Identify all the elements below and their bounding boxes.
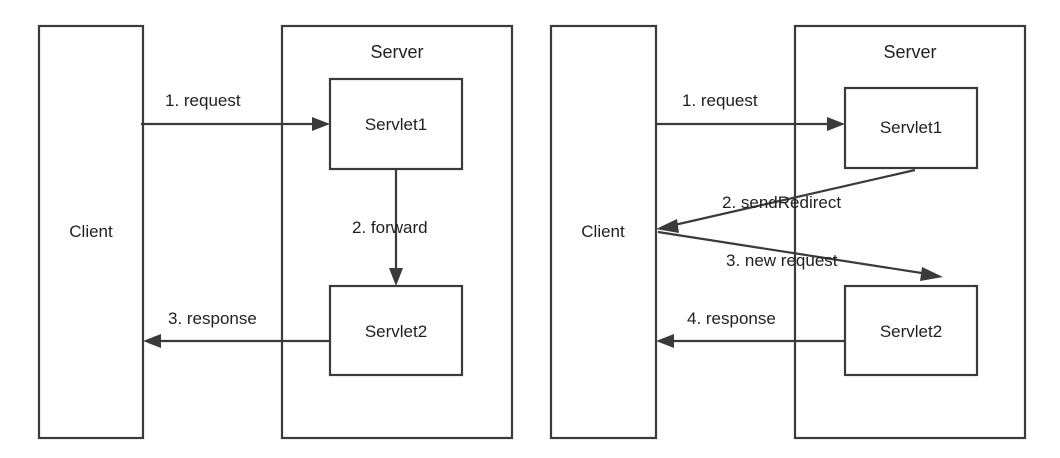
panel-sendredirect: Client Server Servlet1 Servlet2 1. reque… xyxy=(549,24,1027,440)
arrow-request-forward-label: 1. request xyxy=(165,91,241,110)
servlet2-label-forward: Servlet2 xyxy=(365,322,427,341)
arrow-request-redirect: 1. request xyxy=(656,91,845,131)
arrow-request-redirect-label: 1. request xyxy=(682,91,758,110)
arrow-newrequest-redirect-label: 3. new request xyxy=(726,251,838,270)
panel-forward: Client Server Servlet1 Servlet2 1. reque… xyxy=(37,24,514,440)
arrow-response-redirect-head xyxy=(656,334,674,348)
arrow-response-redirect: 4. response xyxy=(656,309,845,348)
servlet2-box-redirect[interactable] xyxy=(843,284,979,377)
server-label-redirect: Server xyxy=(883,42,936,62)
servlet1-label-forward: Servlet1 xyxy=(365,115,427,134)
arrow-sendredirect-redirect-label: 2. sendRedirect xyxy=(722,193,841,212)
arrow-response-redirect-label: 4. response xyxy=(687,309,776,328)
arrow-forward-forward-label: 2. forward xyxy=(352,218,428,237)
arrow-request-forward-head xyxy=(312,117,330,131)
servlet2-box-forward[interactable] xyxy=(328,284,464,377)
arrow-forward-forward: 2. forward xyxy=(352,169,428,286)
arrow-sendredirect-redirect: 2. sendRedirect xyxy=(656,168,916,233)
arrow-response-forward-label: 3. response xyxy=(168,309,257,328)
arrow-response-forward: 3. response xyxy=(143,309,330,348)
arrow-response-forward-head xyxy=(143,334,161,348)
servlet1-label-redirect: Servlet1 xyxy=(880,118,942,137)
client-box-redirect[interactable] xyxy=(549,24,658,440)
arrow-forward-forward-head xyxy=(389,268,403,286)
client-label-redirect: Client xyxy=(581,222,625,241)
client-label-forward: Client xyxy=(69,222,113,241)
arrow-sendredirect-redirect-line xyxy=(669,168,916,228)
arrow-sendredirect-redirect-head xyxy=(656,219,679,233)
servlet1-box-forward[interactable] xyxy=(328,77,464,171)
arrow-request-forward: 1. request xyxy=(141,91,330,131)
arrow-request-redirect-head xyxy=(827,117,845,131)
servlet2-label-redirect: Servlet2 xyxy=(880,322,942,341)
servlet1-box-redirect[interactable] xyxy=(843,86,979,170)
arrow-newrequest-redirect: 3. new request xyxy=(657,230,943,281)
arrow-newrequest-redirect-line xyxy=(657,230,929,276)
server-label-forward: Server xyxy=(370,42,423,62)
client-box-forward[interactable] xyxy=(37,24,145,440)
arrow-newrequest-redirect-head xyxy=(920,267,943,281)
